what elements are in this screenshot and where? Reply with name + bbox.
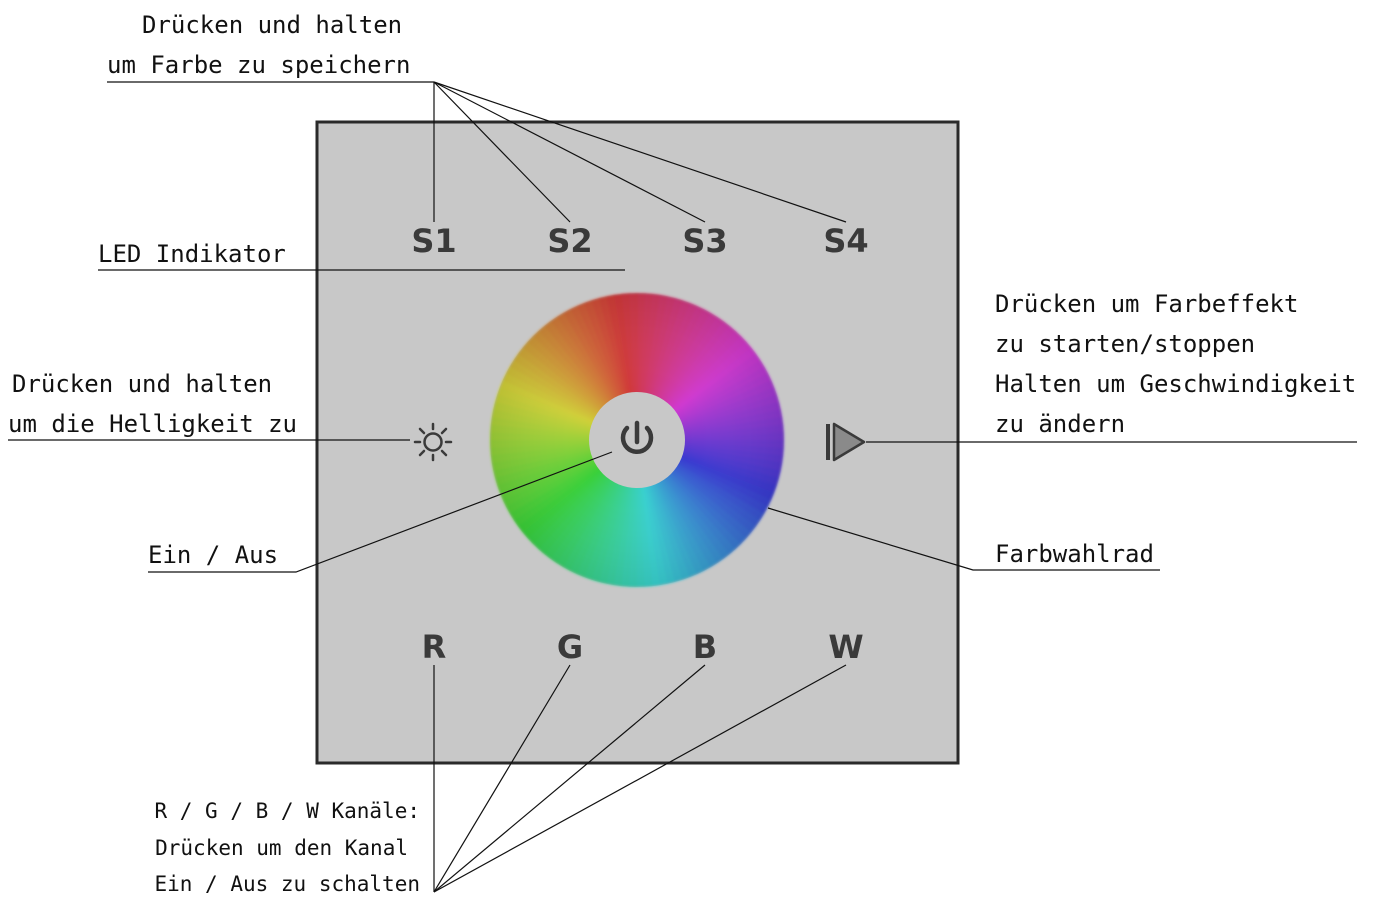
callout-channels-line2: Drücken um den Kanal [155,836,408,860]
scene-button-s2[interactable]: S2 [547,222,592,260]
callout-effect-line3: Halten um Geschwindigkeit [995,370,1356,398]
callout-brightness-line1: Drücken und halten [12,370,272,398]
callout-channels-line3: Ein / Aus zu schalten [154,872,420,896]
power-icon[interactable] [620,420,654,455]
callout-brightness-line2: um die Helligkeit zu [8,410,297,438]
channel-button-g[interactable]: G [557,628,583,666]
channel-button-r[interactable]: R [422,628,447,666]
scene-button-s4[interactable]: S4 [823,222,868,260]
channel-button-b[interactable]: B [693,628,717,666]
leader-lines [8,81,1357,893]
callout-led-indicator: LED Indikator [98,240,286,268]
callout-channels-line1: R / G / B / W Kanäle: [154,799,420,823]
callout-save-color-line1: Drücken und halten [142,11,402,39]
color-wheel[interactable] [489,292,785,588]
scene-button-s3[interactable]: S3 [682,222,727,260]
sun-icon[interactable] [413,422,453,462]
channel-button-w[interactable]: W [828,628,863,666]
callout-color-wheel: Farbwahlrad [995,540,1154,568]
callout-save-color-line2: um Farbe zu speichern [107,51,410,79]
scene-button-s1[interactable]: S1 [411,222,456,260]
callout-effect-line1: Drücken um Farbeffekt [995,290,1298,318]
callout-power: Ein / Aus [148,541,278,569]
play-icon[interactable] [826,422,866,462]
callout-effect-line2: zu starten/stoppen [995,330,1255,358]
callout-effect-line4: zu ändern [995,410,1125,438]
